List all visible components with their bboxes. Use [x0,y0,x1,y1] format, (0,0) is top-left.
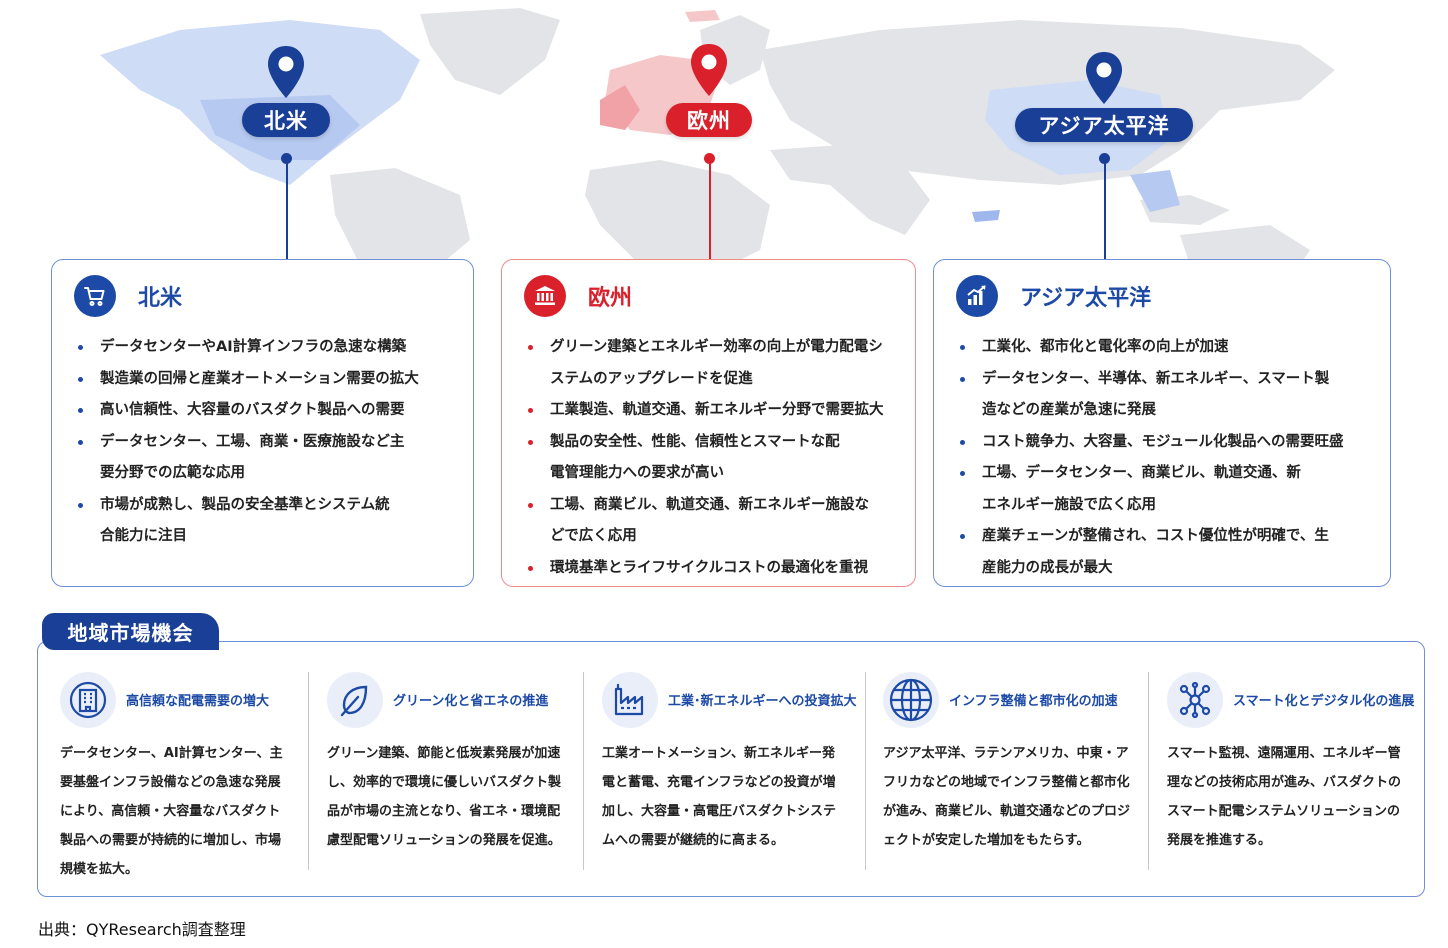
region-card-europe: 欧州 グリーン建築とエネルギー効率の向上が電力配電システムのアップグレードを促進… [501,259,916,587]
source-note: 出典：QYResearch調査整理 [38,920,246,939]
connector-line [286,160,288,260]
growth-chart-icon [956,275,998,317]
list-item: データセンターやAI計算インフラの急速な構築 [74,332,451,364]
region-tag-north-america: 北米 [242,103,330,137]
list-item: データセンター、工場、商業・医療施設など主要分野での広範な応用 [74,427,409,490]
factory-icon [602,671,658,728]
opportunities-panel [37,641,1425,897]
divider [583,672,584,870]
region-card-north-america: 北米 データセンターやAI計算インフラの急速な構築 製造業の回帰と産業オートメー… [51,259,474,587]
opportunity-item: スマート化とデジタル化の進展 スマート監視、遠隔運用、エネルギー管理などの技術応… [1167,671,1414,855]
world-map [100,8,1335,265]
list-item: データセンター、半導体、新エネルギー、スマート製造などの産業が急速に発展 [956,364,1331,427]
map-pin-icon [1084,50,1124,106]
list-item: グリーン建築とエネルギー効率の向上が電力配電システムのアップグレードを促進 [524,332,889,395]
list-item: 工業製造、軌道交通、新エネルギー分野で需要拡大 [524,395,893,427]
connector-line [709,160,711,260]
list-item: コスト競争力、大容量、モジュール化製品への需要旺盛 [956,427,1368,459]
opportunity-item: インフラ整備と都市化の加速 アジア太平洋、ラテンアメリカ、中東・アフリカなどの地… [883,671,1131,855]
opportunity-item: グリーン化と省エネの推進 グリーン建築、節能と低炭素発展が加速し、効率的で環境に… [327,671,567,855]
bullet-list: 工業化、都市化と電化率の向上が加速 データセンター、半導体、新エネルギー、スマー… [956,332,1368,584]
card-title: アジア太平洋 [1020,286,1152,311]
divider [865,672,866,870]
region-card-asia-pacific: アジア太平洋 工業化、都市化と電化率の向上が加速 データセンター、半導体、新エネ… [933,259,1391,587]
bullet-list: グリーン建築とエネルギー効率の向上が電力配電システムのアップグレードを促進 工業… [524,332,893,584]
list-item: 工場、データセンター、商業ビル、軌道交通、新エネルギー施設で広く応用 [956,458,1301,521]
opportunity-item: 高信頼な配電需要の増大 データセンター、AI計算センター、主要基盤インフラ設備な… [60,671,292,884]
opportunity-title: 高信頼な配電需要の増大 [126,694,270,709]
bank-building-icon [524,275,566,317]
map-pin-icon [689,42,729,98]
list-item: 工業化、都市化と電化率の向上が加速 [956,332,1368,364]
region-tag-asia-pacific: アジア太平洋 [1015,108,1193,142]
network-nodes-icon [1167,671,1223,728]
divider [308,672,309,870]
card-title: 北米 [138,286,183,311]
list-item: 製造業の回帰と産業オートメーション需要の拡大 [74,364,451,396]
opportunity-text: データセンター、AI計算センター、主要基盤インフラ設備などの急速な発展により、高… [60,746,283,877]
opportunity-item: 工業･新エネルギーへの投資拡大 工業オートメーション、新エネルギー発電と蓄電、充… [602,671,857,855]
opportunity-title: 工業･新エネルギーへの投資拡大 [668,694,857,709]
opportunity-text: 工業オートメーション、新エネルギー発電と蓄電、充電インフラなどの投資が増加し、大… [602,746,837,848]
list-item: 環境基準とライフサイクルコストの最適化を重視 [524,553,893,585]
bullet-list: データセンターやAI計算インフラの急速な構築 製造業の回帰と産業オートメーション… [74,332,451,553]
divider [1148,672,1149,870]
opportunity-title: インフラ整備と都市化の加速 [949,694,1118,709]
opportunity-text: スマート監視、遠隔運用、エネルギー管理などの技術応用が進み、バスダクトのスマート… [1167,746,1402,848]
office-building-icon [60,671,116,728]
opportunity-text: アジア太平洋、ラテンアメリカ、中東・アフリカなどの地域でインフラ整備と都市化が進… [883,746,1131,848]
connector-dot [704,153,715,164]
card-title: 欧州 [588,286,633,311]
opportunity-title: スマート化とデジタル化の進展 [1233,694,1415,709]
connector-line [1104,160,1106,260]
leaf-icon [327,671,383,728]
list-item: 高い信頼性、大容量のバスダクト製品への需要 [74,395,451,427]
list-item: 産業チェーンが整備され、コスト優位性が明確で、生産能力の成長が最大 [956,521,1331,584]
list-item: 工場、商業ビル、軌道交通、新エネルギー施設などで広く応用 [524,490,879,553]
opportunity-text: グリーン建築、節能と低炭素発展が加速し、効率的で環境に優しいバスダクト製品が市場… [327,746,562,848]
shopping-cart-icon [74,275,116,317]
globe-icon [883,671,939,728]
connector-dot [1099,153,1110,164]
list-item: 製品の安全性、性能、信頼性とスマートな配電管理能力への要求が高い [524,427,854,490]
opportunity-title: グリーン化と省エネの推進 [393,694,549,709]
region-tag-europe: 欧州 [666,103,752,137]
list-item: 市場が成熟し、製品の安全基準とシステム統合能力に注目 [74,490,399,553]
map-pin-icon [266,44,306,100]
connector-dot [281,153,292,164]
section-title: 地域市場機会 [42,613,219,650]
